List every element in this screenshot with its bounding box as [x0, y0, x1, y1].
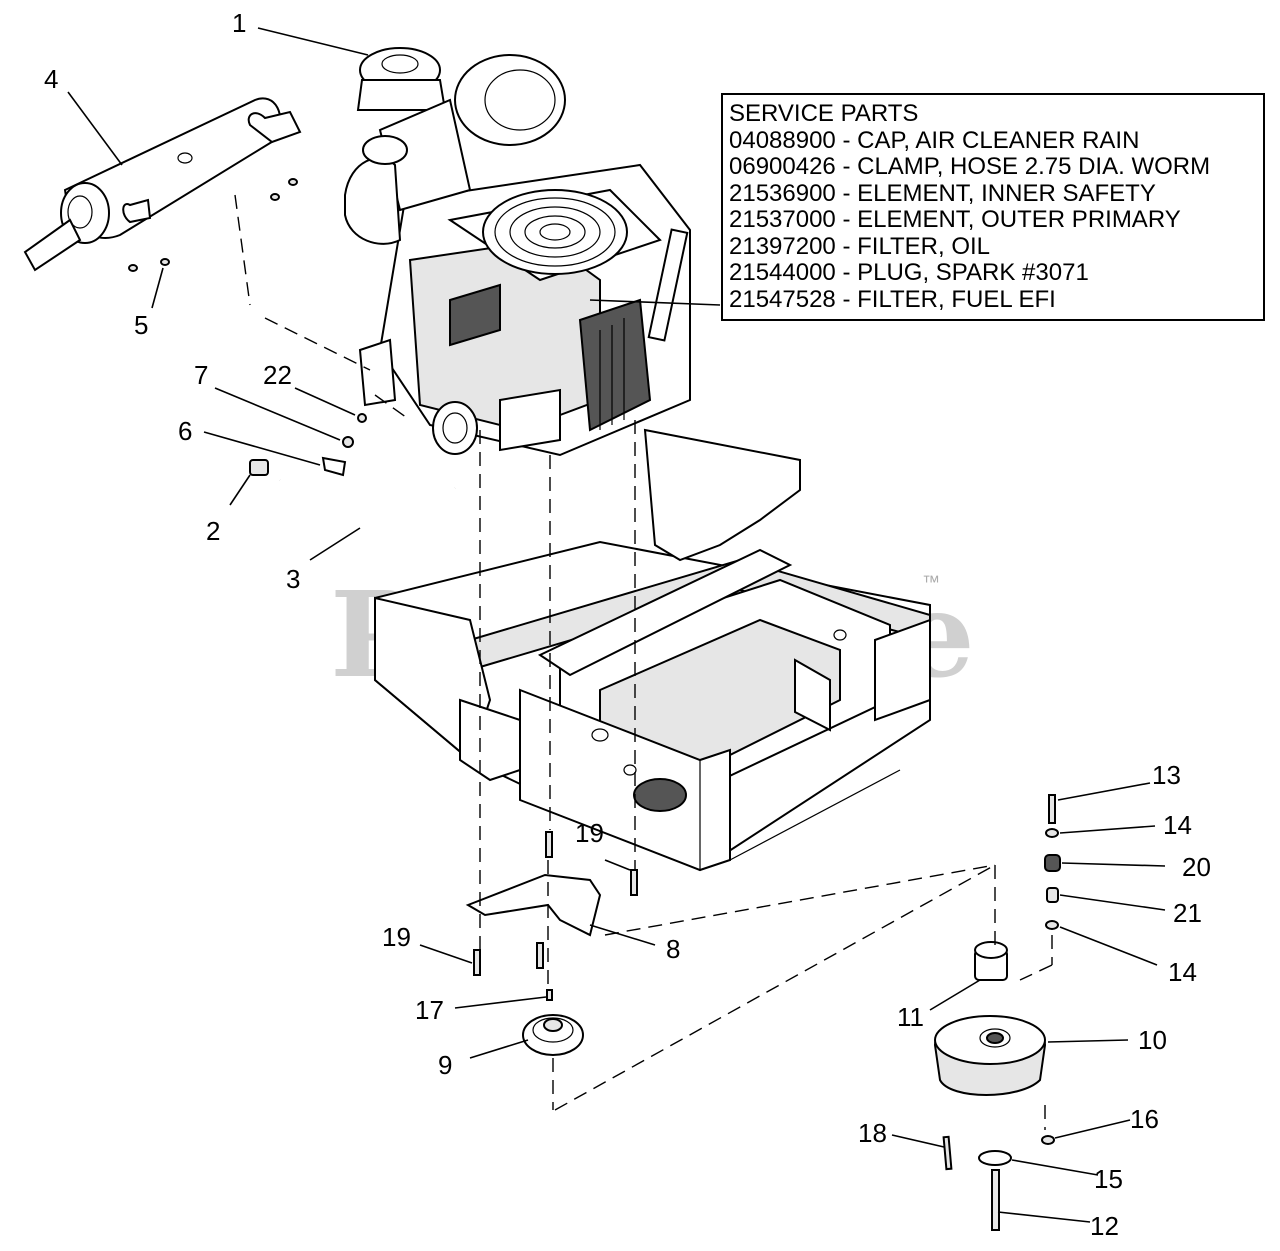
pto-clutch-assembly [933, 794, 1061, 1231]
service-parts-title: SERVICE PARTS [729, 100, 919, 127]
service-part-item: 04088900 - CAP, AIR CLEANER RAIN [729, 126, 1140, 154]
callout-8: 8 [666, 934, 680, 964]
service-part-item: 21397200 - FILTER, OIL [729, 232, 991, 260]
service-part-item: 21536900 - ELEMENT, INNER SAFETY [729, 179, 1156, 207]
callout-17: 17 [415, 995, 444, 1025]
callout-18: 18 [858, 1118, 887, 1148]
callout-19-top: 19 [575, 818, 604, 848]
leader-lines [67, 27, 1166, 1223]
muffler [23, 97, 302, 272]
engine [358, 163, 691, 457]
callout-20: 20 [1182, 852, 1211, 882]
callout-14-bottom: 14 [1168, 957, 1197, 987]
callout-2: 2 [206, 516, 220, 546]
fuel-hose-assembly [249, 413, 456, 529]
callout-7: 7 [194, 360, 208, 390]
service-part-item: 21547528 - FILTER, FUEL EFI [729, 285, 1056, 313]
callout-1: 1 [232, 8, 246, 38]
callout-11: 11 [897, 1002, 924, 1032]
service-part-item: 06900426 - CLAMP, HOSE 2.75 DIA. WORM [729, 153, 1211, 180]
callout-labels: 1 4 5 7 22 6 2 3 19 19 8 17 9 10 11 13 1… [44, 8, 1211, 1241]
callout-5: 5 [134, 310, 148, 340]
pto-bracket-and-pulley [465, 831, 638, 1056]
callout-13: 13 [1152, 760, 1181, 790]
callout-15: 15 [1094, 1164, 1123, 1194]
callout-4: 4 [44, 64, 58, 94]
watermark-trademark: ™ [922, 572, 940, 592]
callout-14-top: 14 [1163, 810, 1192, 840]
callout-10: 10 [1138, 1025, 1167, 1055]
callout-22: 22 [263, 360, 292, 390]
service-part-item: 21544000 - PLUG, SPARK #3071 [729, 259, 1089, 286]
callout-19-left: 19 [382, 922, 411, 952]
callout-3: 3 [286, 564, 300, 594]
callout-21: 21 [1173, 898, 1202, 928]
service-part-item: 21537000 - ELEMENT, OUTER PRIMARY [729, 206, 1181, 233]
callout-9: 9 [438, 1050, 452, 1080]
callout-12: 12 [1090, 1211, 1119, 1241]
callout-16: 16 [1130, 1104, 1159, 1134]
service-parts-box: SERVICE PARTS 04088900 - CAP, AIR CLEANE… [721, 93, 1265, 321]
alignment-lines [234, 194, 1053, 1130]
chassis-frame [374, 428, 931, 872]
callout-6: 6 [178, 416, 192, 446]
air-cleaner [344, 47, 566, 245]
